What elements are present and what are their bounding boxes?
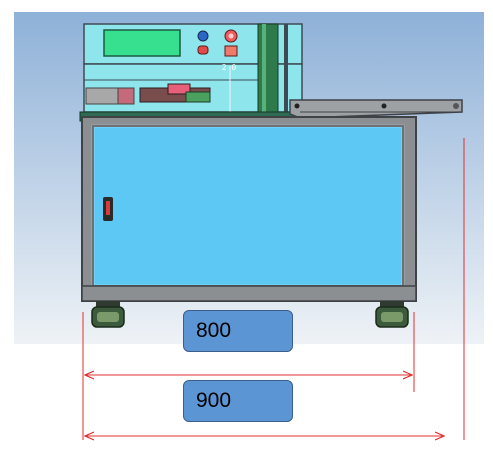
discharge-rail xyxy=(289,99,463,119)
cabinet xyxy=(81,116,417,302)
caster-wheel-right xyxy=(375,301,409,328)
dimension-label-900: 900 xyxy=(183,380,293,422)
square-button xyxy=(224,45,238,57)
tag-top: 2 0 xyxy=(222,63,237,72)
red-switch xyxy=(197,45,209,55)
dimension-label-800: 800 xyxy=(183,310,293,352)
caster-wheel-left xyxy=(91,301,125,328)
blue-indicator-light xyxy=(197,30,209,42)
dimension-lines xyxy=(82,138,465,440)
cabinet-door xyxy=(92,125,404,287)
display-screen xyxy=(103,29,181,57)
